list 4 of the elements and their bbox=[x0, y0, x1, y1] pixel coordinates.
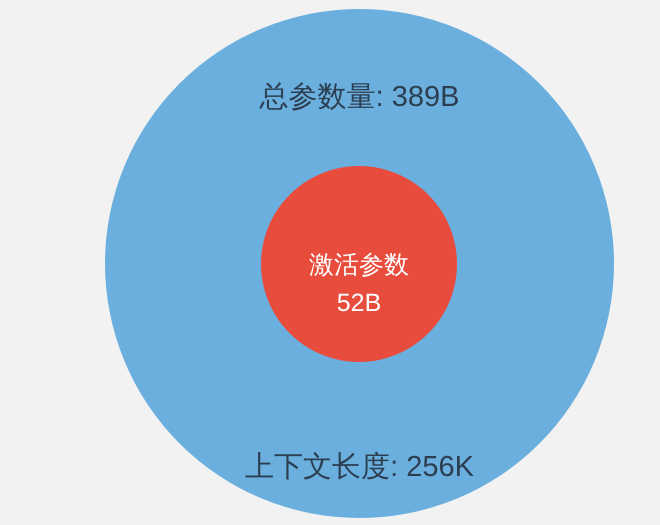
circle-value: 52B bbox=[336, 290, 382, 316]
circle-label: 总参数量: 389B bbox=[260, 82, 460, 112]
circle-label: 上下文长度: 256K bbox=[245, 452, 474, 482]
circle-label: 激活参数 bbox=[309, 252, 409, 278]
